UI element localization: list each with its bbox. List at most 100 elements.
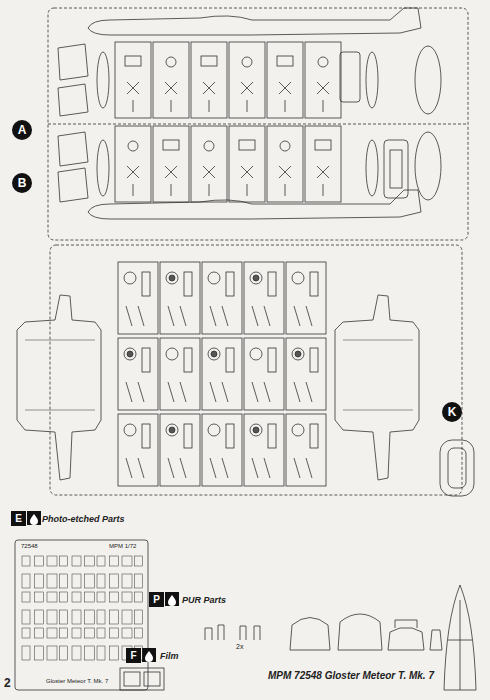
resin-part — [205, 625, 224, 640]
etched-part — [35, 556, 44, 566]
etched-part — [97, 592, 105, 602]
etched-part — [35, 592, 44, 602]
resin-part — [240, 626, 246, 640]
sprue-cell — [229, 42, 265, 118]
etched-part — [60, 610, 68, 624]
etched-part — [60, 628, 68, 638]
etched-part — [135, 556, 143, 566]
sprue-cell — [305, 126, 341, 202]
sprue-cell — [160, 414, 200, 486]
sprue-cell — [160, 262, 200, 334]
clear-part — [440, 440, 474, 496]
sprue-cell — [160, 338, 200, 410]
wing-half — [335, 295, 419, 480]
wing-half — [17, 295, 101, 480]
etched-part — [97, 610, 105, 624]
photo-etched-fret — [15, 540, 148, 690]
etched-part — [110, 574, 119, 588]
etched-part — [72, 592, 81, 602]
sprue-cell — [115, 42, 151, 118]
etched-part — [35, 574, 44, 588]
etched-part — [22, 646, 30, 660]
etched-part — [110, 556, 119, 566]
quantity-note: 2x — [236, 643, 243, 650]
etched-part — [135, 574, 143, 588]
etched-part — [35, 610, 44, 624]
etched-part — [122, 610, 132, 624]
sprue-frame — [50, 245, 462, 495]
etched-part — [47, 556, 57, 566]
etched-part — [85, 628, 95, 638]
sprue-cell — [118, 262, 158, 334]
sprue-letter: K — [442, 402, 462, 422]
etched-part — [97, 646, 105, 660]
sprue-cell — [191, 42, 227, 118]
sprue-letter-text: B — [18, 176, 27, 190]
etched-part — [122, 628, 132, 638]
etched-part — [97, 574, 105, 588]
etched-part — [72, 646, 81, 660]
sprue-cell — [305, 42, 341, 118]
sprue-letter: A — [12, 120, 32, 140]
etched-part — [85, 592, 95, 602]
etched-part — [110, 592, 119, 602]
etched-part — [22, 592, 30, 602]
etched-part — [72, 574, 81, 588]
etched-part — [35, 646, 44, 660]
sprue-letter: B — [12, 173, 32, 193]
section-title: Photo-etched Parts — [42, 514, 125, 524]
section-title: PUR Parts — [182, 595, 226, 605]
fuselage-half — [88, 190, 421, 219]
etched-part — [47, 574, 57, 588]
etched-part — [60, 592, 68, 602]
sprue-cell — [118, 414, 158, 486]
kit-title: MPM 72548 Gloster Meteor T. Mk. 7 — [268, 670, 434, 681]
section-title: Film — [160, 651, 179, 661]
etched-part — [135, 610, 143, 624]
sprue-frame — [48, 8, 468, 240]
etched-part — [85, 574, 95, 588]
sprue-cell — [118, 338, 158, 410]
sprue-letter-text: K — [448, 405, 457, 419]
etched-part — [97, 556, 105, 566]
part-letter: P — [149, 592, 164, 607]
etched-part — [110, 628, 119, 638]
etched-part — [22, 628, 30, 638]
part-letter: F — [126, 648, 141, 663]
etched-part — [22, 574, 30, 588]
canopy — [444, 585, 476, 690]
etched-part — [97, 628, 105, 638]
sprue-cell — [286, 338, 326, 410]
etched-part — [135, 628, 143, 638]
etched-part — [110, 610, 119, 624]
etched-part — [72, 610, 81, 624]
etched-part — [47, 646, 57, 660]
etched-part — [60, 646, 68, 660]
etched-part — [47, 628, 57, 638]
sprue-cell — [202, 414, 242, 486]
part-letter: E — [11, 511, 26, 526]
etched-part — [122, 556, 132, 566]
sprue-cell — [229, 126, 265, 202]
fuselage-half — [88, 8, 421, 35]
etched-part — [35, 628, 44, 638]
etched-part — [122, 574, 132, 588]
sprue-cell — [115, 126, 151, 202]
sprue-cell — [244, 262, 284, 334]
sprue-letter-text: A — [18, 123, 27, 137]
sprue-cell — [244, 338, 284, 410]
sprue-cell — [153, 126, 189, 202]
sprue-cell — [286, 262, 326, 334]
sprue-cell — [153, 42, 189, 118]
sprue-cell — [191, 126, 227, 202]
etched-part — [85, 556, 95, 566]
fret-text: MPM 1/72 — [108, 543, 137, 549]
sprue-cell — [202, 262, 242, 334]
etched-part — [85, 610, 95, 624]
sprue-cell — [267, 42, 303, 118]
film-sheet — [120, 668, 164, 690]
sprue-letter-text: F — [130, 650, 136, 661]
etched-part — [72, 556, 81, 566]
sprue-letter-text: P — [153, 594, 160, 605]
